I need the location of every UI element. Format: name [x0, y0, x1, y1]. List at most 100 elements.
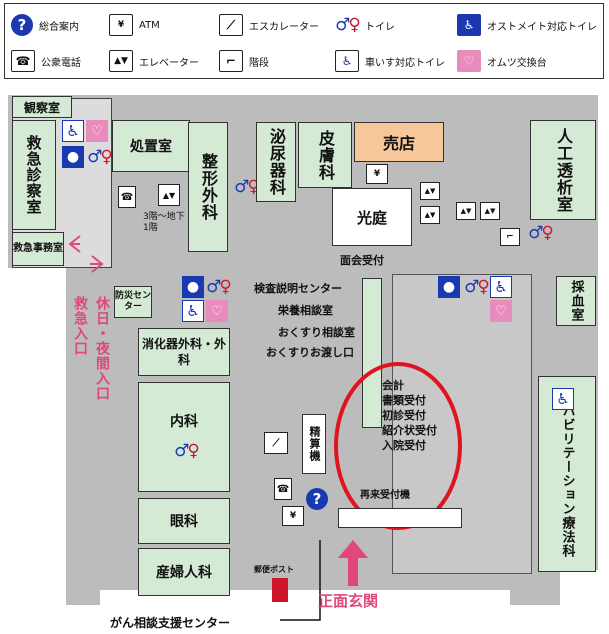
diaper-icon: ♡ [86, 120, 108, 142]
room-label: 防災センター [115, 291, 152, 312]
room-label: 精算機 [308, 426, 321, 462]
counter-labels: 会計 書類受付 初診受付 紹介状受付 入院受付 [382, 378, 437, 453]
room-gastro-surgery: 消化器外科・外科 [138, 328, 230, 376]
legend-label: 階段 [249, 57, 269, 69]
atm-icon: ¥ [366, 164, 388, 184]
main-entrance-label: 正面玄関 [318, 592, 379, 610]
ostomy-toilet-icon: ● [62, 146, 84, 168]
atm-icon: ¥ [109, 14, 133, 36]
legend-label: エレベーター [139, 57, 199, 69]
toilet-icon: ♂♀ [335, 15, 361, 35]
elevator-icon: ▲▼ [420, 182, 440, 200]
legend-label: オストメイト対応トイレ [487, 21, 597, 33]
ostomy-toilet-icon: ♿ [457, 14, 481, 36]
elevator-icon: ▲▼ [480, 202, 500, 220]
room-blood-draw: 採血室 [556, 276, 596, 326]
counter-label: 初診受付 [382, 409, 426, 422]
room-emergency-office: 救急事務室 [12, 232, 64, 266]
highlight-ring [334, 362, 462, 530]
accessible-toilet-icon: ♿ [490, 276, 512, 298]
room-shop: 売店 [354, 122, 444, 162]
legend-label: 公衆電話 [41, 57, 81, 69]
room-label: 救急診察室 [24, 135, 43, 215]
room-label: 眼科 [170, 514, 198, 530]
outside-area [560, 570, 605, 620]
elevator-icon: ▲▼ [456, 202, 476, 220]
cancer-center-pointer [280, 540, 321, 621]
post-box-icon [272, 578, 288, 602]
legend-label: 総合案内 [39, 21, 79, 33]
ostomy-toilet-icon: ● [438, 276, 460, 298]
counter-label: 入院受付 [382, 439, 426, 452]
legend-item-ostomy: ♿ オストメイト対応トイレ [457, 14, 597, 36]
phone-icon: ☎ [274, 478, 292, 500]
accessible-toilet-icon: ♿ [182, 300, 204, 322]
diaper-icon: ♡ [457, 50, 481, 72]
floors-note: 3階～地下1階 [143, 212, 185, 233]
room-label: 人工透析室 [554, 127, 573, 213]
nutrition-label: 栄養相談室 [278, 304, 333, 317]
legend-item-atm: ¥ ATM [109, 14, 160, 36]
info-icon[interactable]: ? [306, 488, 328, 510]
escalator-icon: ⟋ [264, 432, 288, 454]
legend-item-toilet: ♂♀ トイレ [335, 14, 395, 36]
room-label: 光庭 [356, 208, 387, 227]
legend-item-stairs: ⌐ 階段 [219, 50, 269, 72]
pharmacy-pickup-label: おくすりお渡し口 [266, 346, 354, 359]
toilet-icon: ♂♀ [87, 147, 113, 167]
counter-label: 紹介状受付 [382, 424, 437, 437]
legend-label: 車いす対応トイレ [365, 57, 445, 69]
room-label: 救急事務室 [13, 243, 63, 254]
accessible-toilet-icon: ♿ [552, 388, 574, 410]
toilet-icon: ♂♀ [174, 441, 200, 461]
pharmacy-consult-label: おくすり相談室 [278, 326, 355, 339]
room-label: 観察室 [23, 100, 60, 115]
cashier-machine: 精算機 [302, 414, 326, 474]
room-observation: 観察室 [12, 96, 72, 118]
room-urology: 泌尿器科 [256, 122, 296, 202]
legend: ? 総合案内 ¥ ATM ⟋ エスカレーター ♂♀ トイレ ♿ オストメイト対応… [4, 3, 604, 79]
legend-label: ATM [139, 19, 160, 31]
legend-label: オムツ交換台 [487, 57, 547, 69]
room-treatment: 処置室 [112, 120, 190, 172]
diaper-icon: ♡ [490, 300, 512, 322]
room-label: 売店 [382, 134, 415, 153]
room-orthopedics: 整形外科 [188, 122, 228, 252]
elevator-icon: ▲▼ [109, 50, 133, 72]
emergency-entrance-label: 救急入口 [72, 296, 88, 356]
toilet-icon: ♂♀ [528, 223, 554, 243]
toilet-icon: ♂♀ [206, 277, 232, 297]
diaper-icon: ♡ [206, 300, 228, 322]
room-disaster-center: 防災センター [114, 286, 152, 318]
holiday-entrance-label: 休日・夜間入口 [94, 296, 110, 401]
legend-item-info: ? 総合案内 [11, 14, 79, 36]
phone-icon: ☎ [11, 50, 35, 72]
room-obgyn: 産婦人科 [138, 548, 230, 596]
counter-label: 書類受付 [382, 394, 426, 407]
stairs-icon: ⌐ [219, 50, 243, 72]
exam-explanation-label: 検査説明センター [254, 282, 342, 295]
revisit-reception-machines [338, 508, 462, 528]
room-label: 整形外科 [199, 153, 218, 221]
room-label: 泌尿器科 [267, 128, 286, 196]
toilet-icon: ♂♀ [464, 277, 490, 297]
escalator-icon: ⟋ [219, 14, 243, 36]
legend-item-diaper: ♡ オムツ交換台 [457, 50, 547, 72]
counter-label: 会計 [382, 379, 404, 392]
stairs-icon: ⌐ [500, 228, 520, 246]
revisit-reception-label: 再来受付機 [360, 490, 410, 501]
ostomy-toilet-icon: ● [182, 276, 204, 298]
room-label: リハビリテーション療法科 [559, 390, 575, 558]
legend-item-escalator: ⟋ エスカレーター [219, 14, 319, 36]
room-dermatology: 皮膚科 [298, 122, 352, 188]
post-box-label: 郵便ポスト [254, 565, 294, 574]
arrow-up-icon [338, 540, 368, 586]
legend-item-accessible: ♿ 車いす対応トイレ [335, 50, 445, 72]
outside-area [6, 268, 66, 613]
arrow-left-right-icon [68, 235, 104, 273]
legend-label: トイレ [365, 21, 395, 33]
accessible-toilet-icon: ♿ [62, 120, 84, 142]
room-emergency-exam: 救急診察室 [12, 120, 56, 230]
room-label: 処置室 [130, 139, 172, 155]
room-label: 産婦人科 [156, 565, 212, 581]
